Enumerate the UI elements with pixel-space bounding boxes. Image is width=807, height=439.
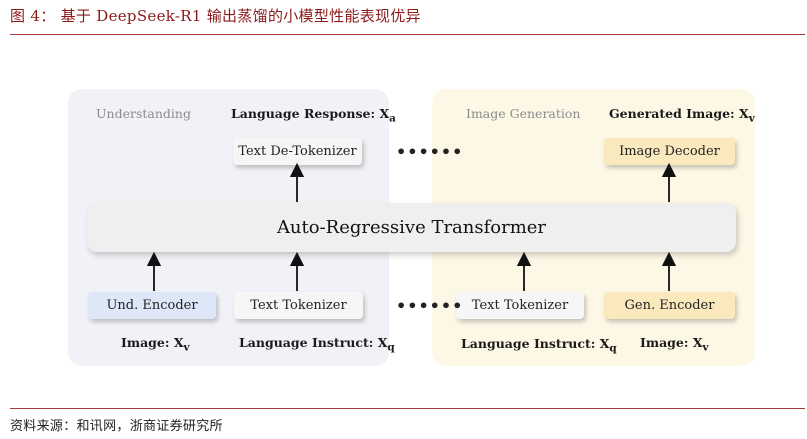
language-instruct-caption-left: Language Instruct: Xq [239,335,395,354]
source-divider [10,408,805,409]
text-tokenizer-box-left: Text Tokenizer [234,292,363,319]
auto-regressive-transformer-box: Auto-Regressive Transformer [87,203,736,252]
understanding-label: Understanding [96,106,191,121]
image-caption-left: Image: Xv [121,335,190,354]
figure-title: 图 4： 基于 DeepSeek-R1 输出蒸馏的小模型性能表现优异 [10,7,421,25]
text-tokenizer-box-right: Text Tokenizer [456,292,584,319]
generated-image-caption: Generated Image: Xv [609,106,755,125]
gen-encoder-box: Gen. Encoder [604,292,735,319]
ellipsis-bottom: •••••• [396,296,464,315]
source-note: 资料来源：和讯网，浙商证券研究所 [10,419,223,434]
language-instruct-caption-right: Language Instruct: Xq [461,336,617,355]
image-caption-right: Image: Xv [640,335,709,354]
title-divider [10,34,805,35]
image-decoder-box: Image Decoder [604,138,735,165]
text-de-tokenizer-box: Text De-Tokenizer [233,138,362,165]
und-encoder-box: Und. Encoder [88,292,216,319]
language-response-caption: Language Response: Xa [231,106,396,125]
ellipsis-top: •••••• [396,142,464,161]
image-generation-label: Image Generation [466,106,581,121]
